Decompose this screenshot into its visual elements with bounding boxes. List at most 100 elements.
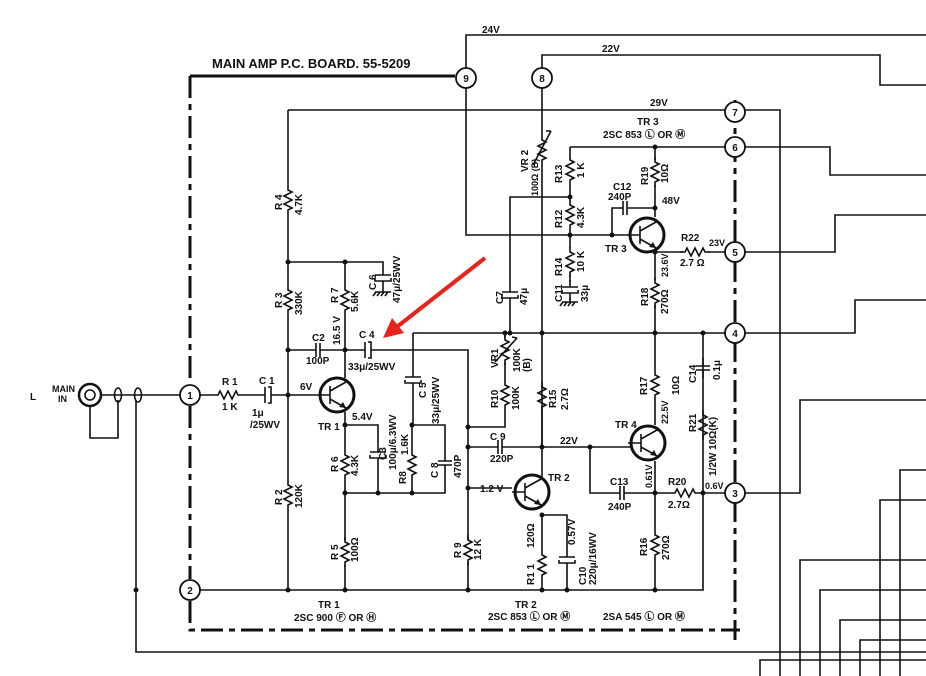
capacitor-c2 <box>307 342 329 358</box>
r14-ref: R14 <box>554 257 565 276</box>
r17-value: 10Ω <box>671 376 682 395</box>
r15-value: 2.7Ω <box>560 388 571 410</box>
c5-value: 33μ/25WV <box>431 376 442 424</box>
capacitor-c4 <box>357 341 379 359</box>
transistor-tr1 <box>315 376 356 414</box>
c1-rating: /25WV <box>250 420 280 431</box>
r19-value: 10Ω <box>660 164 671 183</box>
resistor-r22 <box>679 247 711 257</box>
r6-value: 4.3K <box>350 454 361 476</box>
c3-value: 100μ/6.3WV <box>388 414 399 470</box>
r19-ref: R19 <box>640 166 651 185</box>
tr2-caption-ref: TR 2 <box>515 600 537 611</box>
transistor-tr2 <box>510 473 551 511</box>
terminal-9[interactable]: 9 <box>455 67 477 89</box>
r20-ref: R20 <box>668 477 687 488</box>
transistor-tr4 <box>626 424 667 462</box>
resistor-r9 <box>463 534 473 566</box>
voltage-tr4-emitter: 0.61V <box>644 464 654 488</box>
r2-ref: R 2 <box>274 489 285 505</box>
r1-value: 1 K <box>222 402 238 413</box>
r5-ref: R 5 <box>330 544 341 560</box>
tr1-caption-ref: TR 1 <box>318 600 340 611</box>
terminal-4[interactable]: 4 <box>724 322 746 344</box>
tr1-caption-type: 2SC 900 Ⓕ OR Ⓗ <box>294 611 376 624</box>
terminal-3[interactable]: 3 <box>724 482 746 504</box>
c14-value: 0.1μ <box>712 360 723 380</box>
c11-value: 33μ <box>580 285 591 302</box>
r9-value: 12 K <box>473 538 484 560</box>
terminal-5[interactable]: 5 <box>724 241 746 263</box>
c7-ref: C7 <box>495 291 506 304</box>
c10-ref: C10 <box>578 566 589 585</box>
terminal-7[interactable]: 7 <box>724 101 746 123</box>
terminal-8[interactable]: 8 <box>531 67 553 89</box>
c1-value: 1μ <box>252 408 264 419</box>
r13-value: 1 K <box>576 162 587 178</box>
voltage-tr1-collector: 16.5 V <box>332 316 343 345</box>
r22-value: 2.7 Ω <box>680 258 705 269</box>
r4-ref: R 4 <box>274 194 285 210</box>
resistor-r11 <box>537 549 547 581</box>
r10-ref: R10 <box>490 389 501 408</box>
c7-value: 47μ <box>519 288 530 305</box>
svg-text:2: 2 <box>187 586 193 597</box>
c6-ref: C 6 <box>368 274 379 290</box>
voltage-tr1-emitter: 5.4V <box>352 412 373 423</box>
capacitor-c10 <box>558 549 576 571</box>
r11-value: 120Ω <box>526 523 537 548</box>
r7-value: 5.6K <box>350 290 361 312</box>
resistor-r1 <box>212 390 244 400</box>
resistor-r3 <box>283 284 293 316</box>
board-border-left <box>188 76 740 632</box>
r11-ref: R1 1 <box>526 563 537 585</box>
r8-value: 1.6K <box>400 433 411 455</box>
r4-value: 4.7K <box>294 193 305 215</box>
resistor-r10 <box>500 379 510 411</box>
variable-resistor-vr2[interactable] <box>532 130 552 166</box>
c3-ref: C3 <box>378 447 389 460</box>
c10-value: 220μ/16WV <box>588 532 599 585</box>
svg-text:6: 6 <box>732 143 738 154</box>
c8-ref: C 8 <box>430 462 441 478</box>
c5-ref: C 5 <box>418 382 429 398</box>
board-title: MAIN AMP P.C. BOARD. 55-5209 <box>212 56 410 71</box>
svg-text:7: 7 <box>732 108 738 119</box>
r14-value: 10 K <box>576 250 587 272</box>
vr1-ref: VR1 <box>490 348 501 368</box>
r8-ref: R8 <box>398 471 409 484</box>
r7-ref: R 7 <box>330 287 341 303</box>
voltage-tr3-collector: 48V <box>662 196 680 207</box>
terminal-6[interactable]: 6 <box>724 136 746 158</box>
main-in-jack[interactable] <box>77 382 180 439</box>
tr3-caption-type: 2SC 853 Ⓛ OR Ⓜ <box>603 128 685 141</box>
c12-value: 240P <box>608 192 632 203</box>
capacitor-c12 <box>614 200 636 216</box>
terminal-2[interactable]: 2 <box>179 579 201 601</box>
r5-value: 100Ω <box>350 537 361 562</box>
vr2-value: 100Ω (B) <box>530 159 540 196</box>
r20-value: 2.7Ω <box>668 500 690 511</box>
svg-text:3: 3 <box>732 489 738 500</box>
c12-ref: C12 <box>613 182 632 193</box>
tr4-caption-type: 2SA 545 Ⓛ OR Ⓜ <box>603 610 685 623</box>
variable-resistor-vr1[interactable] <box>494 334 518 366</box>
r12-value: 4.3K <box>576 206 587 228</box>
annotation-arrow-icon <box>383 256 487 338</box>
svg-text:1: 1 <box>187 391 193 402</box>
voltage-out3: 0.6V <box>705 481 724 491</box>
r18-ref: R18 <box>640 287 651 306</box>
capacitor-c1 <box>257 386 279 404</box>
junction-dots <box>133 144 706 593</box>
terminal-1[interactable]: 1 <box>179 384 201 406</box>
c14-ref: C14 <box>688 364 699 383</box>
voltage-out5: 23V <box>709 238 725 248</box>
voltage-tr3-emitter: 23.6V <box>660 253 670 277</box>
r12-ref: R12 <box>554 209 565 228</box>
resistor-r4 <box>283 184 293 216</box>
tr3-ref: TR 3 <box>605 244 627 255</box>
resistor-r5 <box>340 536 350 568</box>
resistor-r14 <box>565 246 575 278</box>
c9-ref: C 9 <box>490 432 506 443</box>
